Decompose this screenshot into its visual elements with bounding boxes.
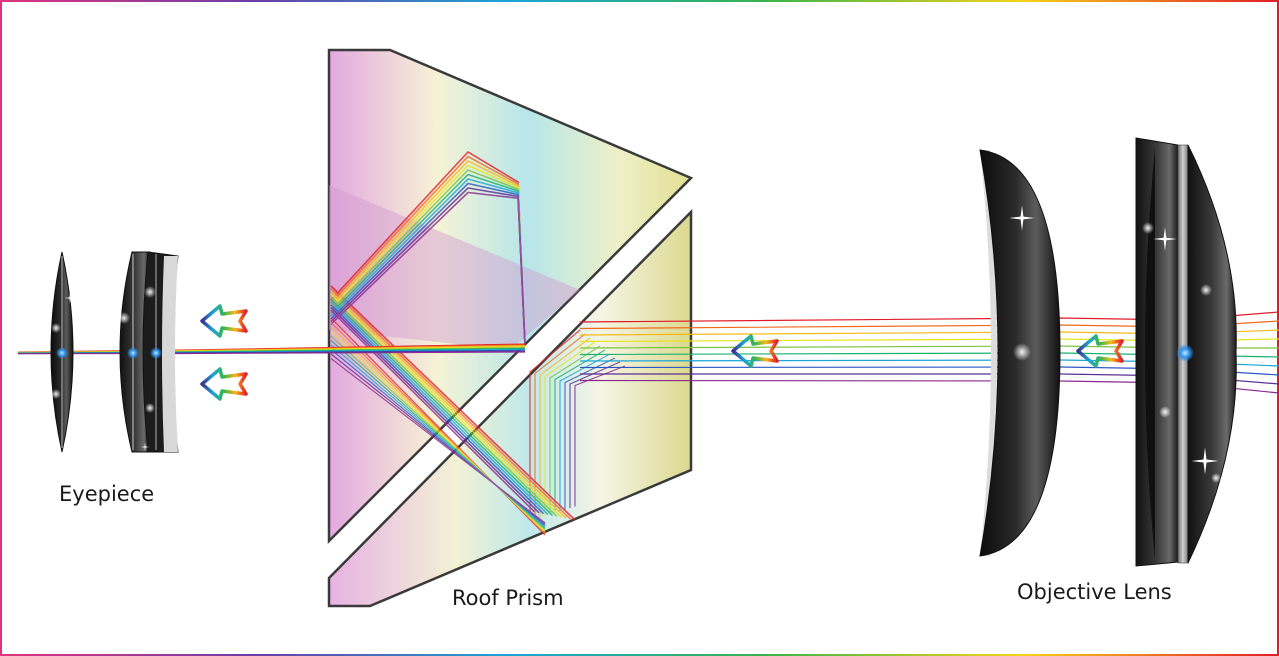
roof-prism-label: Roof Prism — [452, 586, 564, 610]
focal-point-icon — [1176, 344, 1194, 362]
eyepiece-label: Eyepiece — [59, 482, 155, 506]
light-ray — [330, 304, 545, 515]
light-ray — [330, 285, 576, 521]
direction-arrow-icon — [200, 304, 248, 338]
focal-point-icon — [56, 347, 68, 359]
light-ray — [330, 298, 554, 517]
light-ray — [529, 329, 581, 520]
objective-lens-2 — [1135, 137, 1179, 567]
prism-tint-band — [329, 185, 580, 350]
light-ray — [330, 307, 540, 514]
light-ray — [330, 301, 549, 516]
objective-lenses — [979, 137, 1237, 567]
light-ray — [330, 191, 526, 346]
exit-light-beams — [17, 343, 526, 355]
eyepiece-lens-edge — [162, 256, 178, 452]
light-ray — [330, 293, 563, 518]
light-ray — [559, 353, 611, 511]
light-ray — [554, 349, 606, 513]
direction-arrow-icon — [200, 367, 248, 401]
direction-arrow-icon — [1076, 334, 1124, 368]
focal-points — [56, 344, 1194, 362]
roof-prism — [327, 48, 694, 608]
objective-lens-3 — [1187, 144, 1237, 564]
focal-point-icon — [127, 347, 139, 359]
prism-internal-beams — [330, 150, 626, 536]
light-ray — [549, 345, 601, 514]
light-ray — [544, 341, 596, 516]
light-ray — [539, 337, 591, 517]
objective-lens-front-edge — [980, 150, 997, 556]
light-ray — [330, 290, 567, 519]
light-ray — [330, 288, 572, 520]
light-ray — [534, 333, 586, 519]
light-ray — [574, 365, 626, 507]
light-ray — [330, 358, 546, 524]
light-ray — [330, 309, 536, 513]
objective-lens-label: Objective Lens — [1017, 580, 1172, 604]
light-ray — [569, 361, 621, 508]
light-ray — [330, 296, 558, 517]
light-ray — [564, 357, 616, 510]
focal-point-icon — [150, 347, 162, 359]
lower-prism-body — [327, 208, 693, 608]
